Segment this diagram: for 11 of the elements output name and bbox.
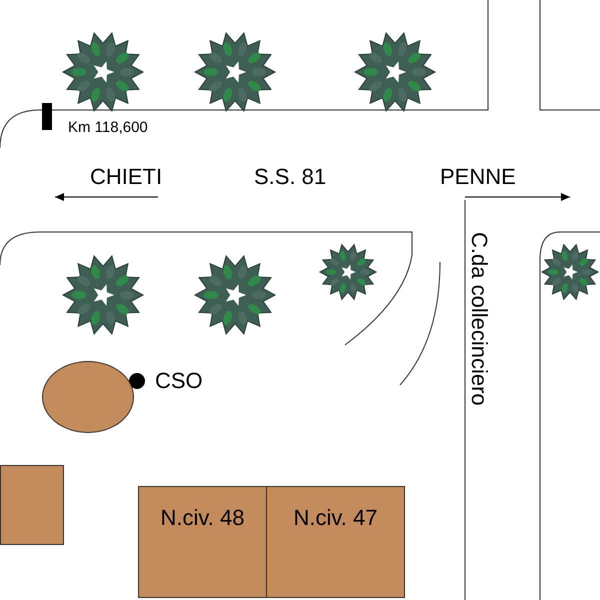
road-name: S.S. 81 <box>254 164 326 190</box>
building-block <box>138 486 267 598</box>
point-label: CSO <box>155 368 203 394</box>
direction-label: PENNE <box>440 164 516 190</box>
street-name: C.da collecinciero <box>466 232 492 406</box>
direction-label: CHIETI <box>90 164 162 190</box>
building-block <box>0 465 64 545</box>
building-block <box>266 486 405 598</box>
house-number: N.civ. 47 <box>294 505 378 531</box>
house-number: N.civ. 48 <box>160 505 244 531</box>
kilometer-marker-label: Km 118,600 <box>68 119 148 136</box>
